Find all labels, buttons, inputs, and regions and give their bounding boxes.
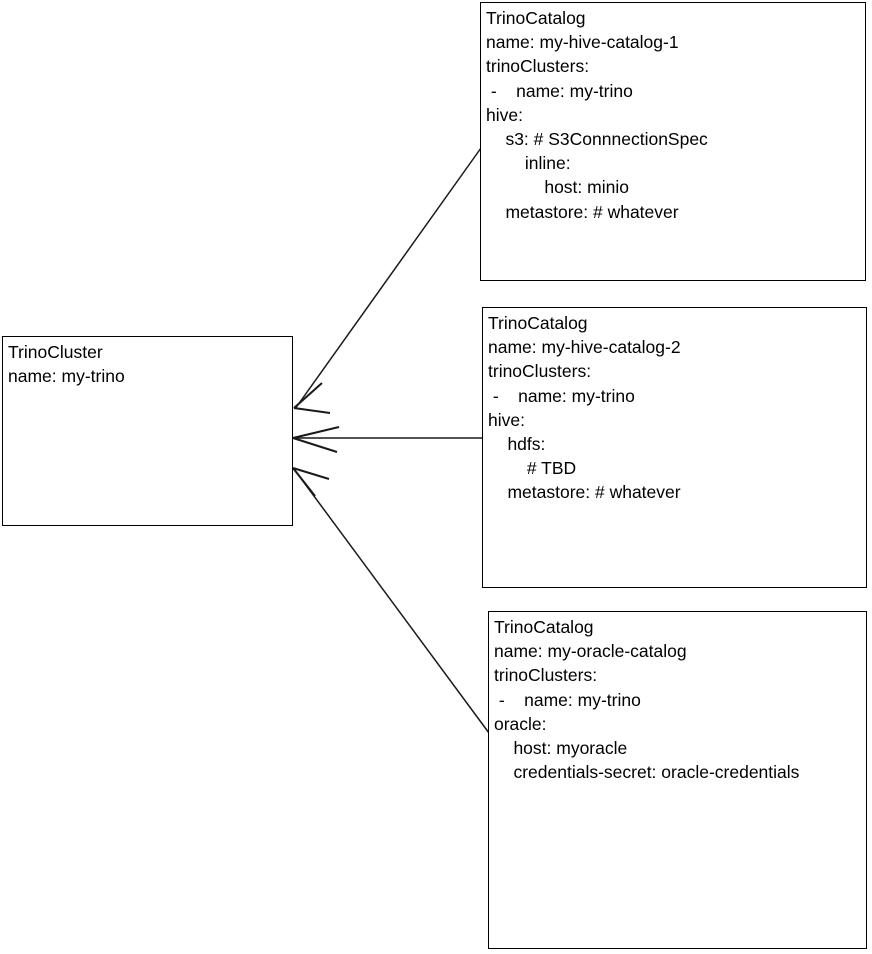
node-trino-catalog-my-hive-catalog-1[interactable]: TrinoCatalog name: my-hive-catalog-1 tri… [480, 2, 866, 281]
node-trino-catalog-3-text: TrinoCatalog name: my-oracle-catalog tri… [494, 617, 800, 783]
node-trino-cluster[interactable]: TrinoCluster name: my-trino [2, 336, 293, 526]
node-trino-cluster-text: TrinoCluster name: my-trino [8, 342, 125, 387]
edge-catalog-2-to-cluster [292, 426, 483, 453]
node-trino-catalog-2-text: TrinoCatalog name: my-hive-catalog-2 tri… [488, 313, 681, 503]
node-trino-catalog-my-hive-catalog-2[interactable]: TrinoCatalog name: my-hive-catalog-2 tri… [482, 307, 867, 588]
edge-catalog-1-to-cluster [293, 147, 482, 414]
node-trino-catalog-1-text: TrinoCatalog name: my-hive-catalog-1 tri… [486, 8, 708, 222]
node-trino-catalog-my-oracle-catalog[interactable]: TrinoCatalog name: my-oracle-catalog tri… [488, 611, 867, 949]
edge-catalog-3-to-cluster [292, 467, 490, 734]
